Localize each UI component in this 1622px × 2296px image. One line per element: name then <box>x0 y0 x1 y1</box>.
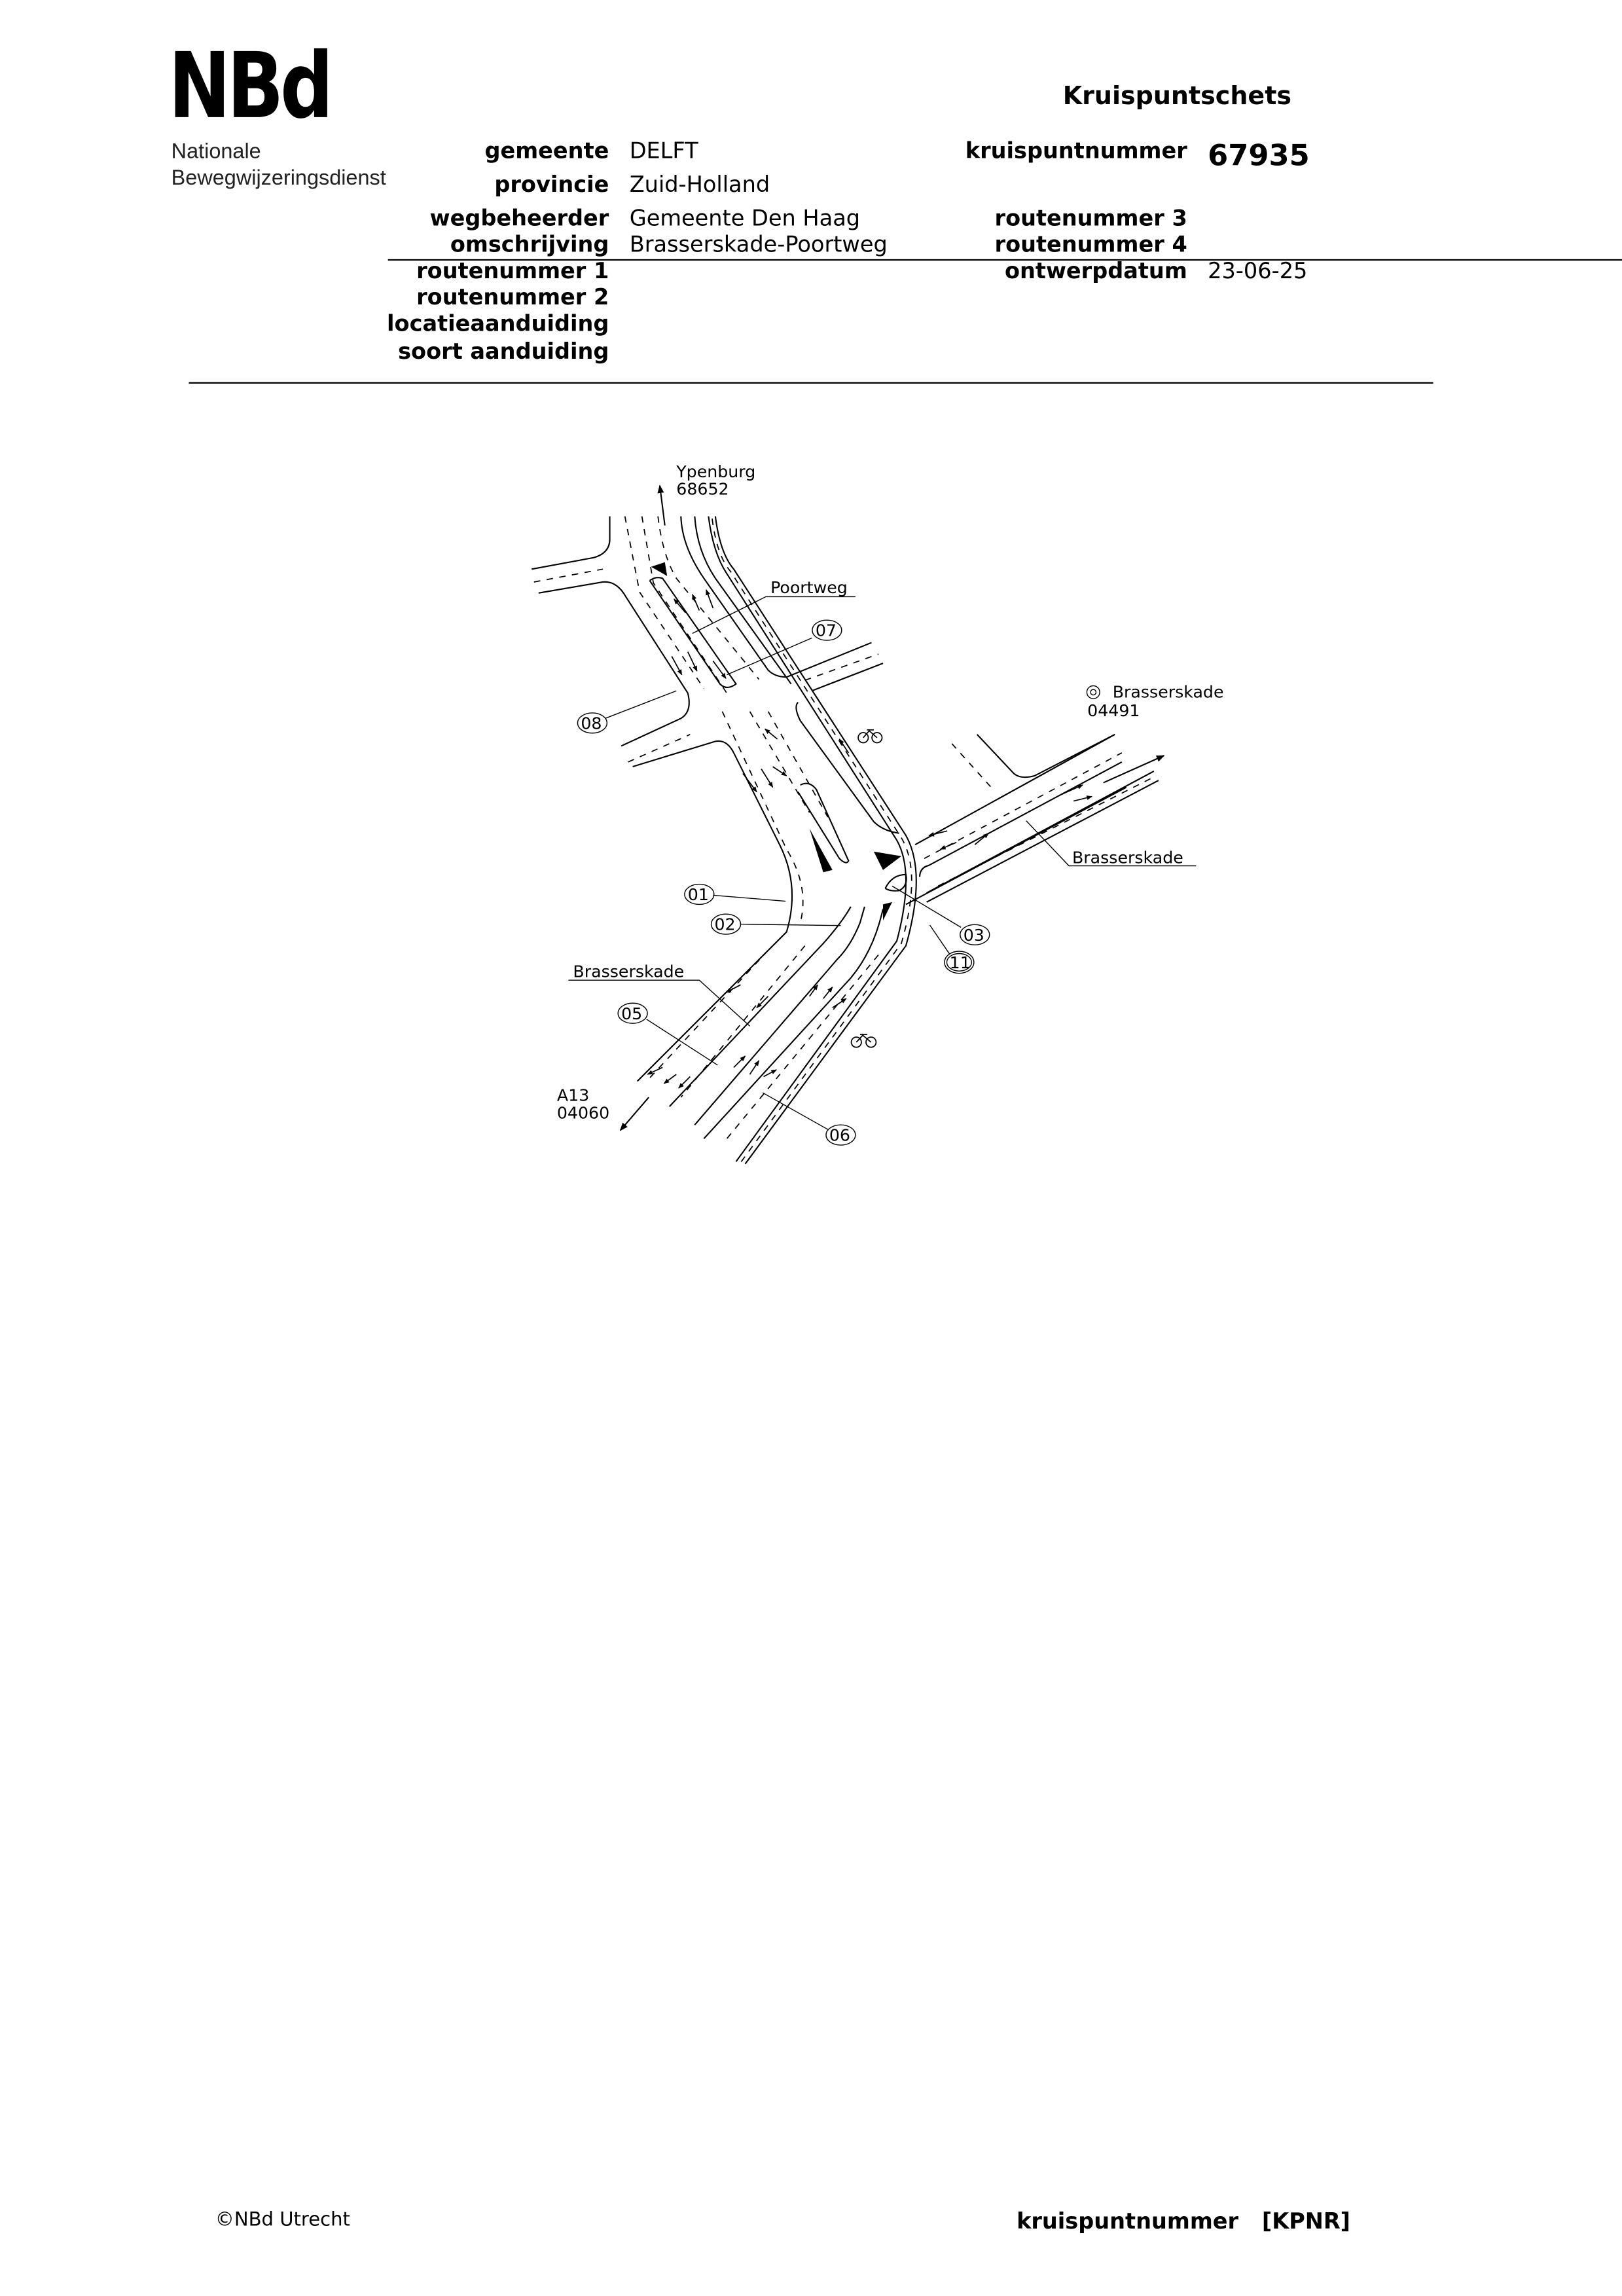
marker-03: 03 <box>892 885 990 945</box>
label-kruispuntnummer: kruispuntnummer <box>965 137 1187 164</box>
label-wegbeheerder: wegbeheerder <box>429 205 609 232</box>
street-label-brasserskade-south: Brasserskade <box>568 962 750 1027</box>
svg-text:06: 06 <box>829 1126 850 1145</box>
nbd-logo: NBd <box>168 32 333 139</box>
marker-02: 02 <box>710 913 840 935</box>
header-divider <box>387 259 1622 261</box>
street-label-text: Brasserskade <box>1072 848 1183 867</box>
marker-06: 06 <box>762 1092 856 1146</box>
footer-kpnr-placeholder: [KPNR] <box>1261 2208 1351 2234</box>
value-provincie: Zuid-Holland <box>629 171 770 198</box>
logo-line-2: Bewegwijzeringsdienst <box>171 166 386 191</box>
destination-southwest-number: 04060 <box>556 1103 609 1122</box>
road-edges <box>531 516 1159 1165</box>
value-wegbeheerder: Gemeente Den Haag <box>629 205 861 232</box>
marker-05: 05 <box>617 1002 718 1066</box>
label-gemeente: gemeente <box>484 137 609 164</box>
bicycle-icon <box>850 1034 876 1048</box>
label-routenummer-1: routenummer 1 <box>416 257 609 284</box>
logo-line-1: Nationale <box>171 140 261 164</box>
marker-11: 11 <box>929 924 975 974</box>
value-gemeente: DELFT <box>629 137 698 164</box>
label-routenummer-4: routenummer 4 <box>994 231 1187 258</box>
direction-arrows <box>646 589 1092 1089</box>
destination-arrows <box>619 484 1164 1131</box>
destination-southwest-name: A13 <box>556 1086 588 1105</box>
lane-markings <box>533 516 1157 1163</box>
label-routenummer-3: routenummer 3 <box>994 205 1187 232</box>
marker-07: 07 <box>726 619 842 676</box>
street-label-text: Poortweg <box>770 578 848 597</box>
svg-text:08: 08 <box>581 714 602 733</box>
destination-north-name: Ypenburg <box>676 462 755 481</box>
marker-08: 08 <box>577 690 677 734</box>
header-bottom-rule <box>189 382 1433 384</box>
street-label-text: Brasserskade <box>573 962 684 981</box>
bicycle-icon <box>857 729 882 744</box>
intersection-diagram: Ypenburg 68652 Brasserskade 04491 A13 04… <box>531 462 1223 1165</box>
value-kruispuntnummer: 67935 <box>1208 137 1310 173</box>
svg-text:03: 03 <box>963 926 984 945</box>
label-routenummer-2: routenummer 2 <box>416 283 609 311</box>
label-ontwerpdatum: ontwerpdatum <box>1004 257 1187 284</box>
give-way-triangles <box>651 562 901 920</box>
svg-text:02: 02 <box>714 915 735 934</box>
footer-label: kruispuntnummer <box>1017 2208 1239 2234</box>
footer-copyright: ©NBd Utrecht <box>215 2209 350 2232</box>
document-title: Kruispuntschets <box>1062 82 1292 111</box>
value-ontwerpdatum: 23-06-25 <box>1208 257 1308 284</box>
roundabout-icon <box>1086 685 1100 699</box>
destination-east-number: 04491 <box>1087 701 1140 720</box>
street-label-poortweg: Poortweg <box>692 578 856 634</box>
label-provincie: provincie <box>494 171 609 198</box>
svg-text:07: 07 <box>815 621 836 640</box>
svg-text:05: 05 <box>621 1004 642 1023</box>
destination-north-number: 68652 <box>676 480 729 499</box>
label-locatieaanduiding: locatieaanduiding <box>387 310 609 337</box>
marker-01: 01 <box>683 883 785 905</box>
label-omschrijving: omschrijving <box>450 231 609 258</box>
destination-east-name: Brasserskade <box>1112 683 1223 702</box>
value-omschrijving: Brasserskade-Poortweg <box>629 231 888 258</box>
svg-text:11: 11 <box>949 953 970 972</box>
svg-text:01: 01 <box>687 885 708 904</box>
label-soort-aanduiding: soort aanduiding <box>398 338 609 365</box>
street-label-brasserskade-east: Brasserskade <box>1025 820 1196 867</box>
